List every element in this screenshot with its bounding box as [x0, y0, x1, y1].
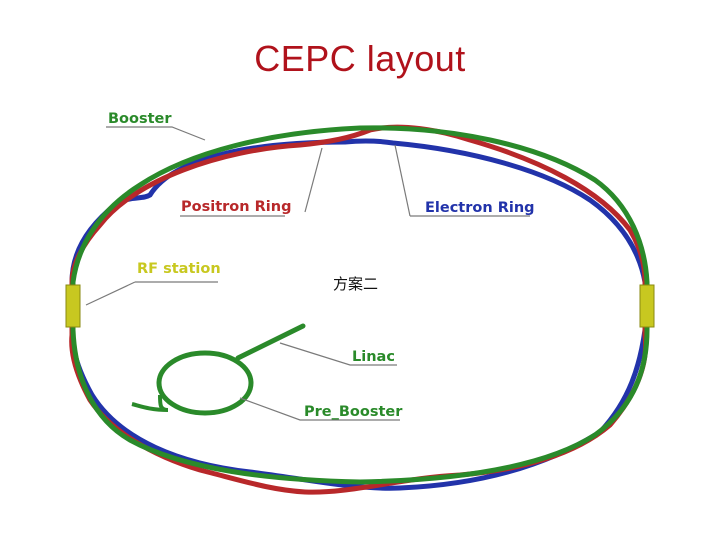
- rf-station-right: [639, 284, 655, 328]
- label-rf-station: RF station: [137, 261, 221, 277]
- leader-electron-ring: [394, 144, 530, 217]
- leader-lines: [85, 126, 530, 421]
- pre-booster-transfer-line: [131, 394, 169, 412]
- leader-rf-station: [85, 281, 218, 306]
- rf-station-left: [65, 284, 81, 328]
- label-positron-ring: Positron Ring: [181, 199, 291, 215]
- booster-ring: [70, 125, 650, 485]
- label-pre-booster: Pre_Booster: [304, 404, 403, 420]
- label-scheme: 方案二: [333, 275, 378, 293]
- label-linac: Linac: [352, 349, 395, 365]
- linac-line: [235, 323, 306, 361]
- leader-positron-ring-pointer: [304, 147, 323, 213]
- electron-ring: [69, 138, 648, 491]
- leader-pre-booster: [239, 397, 400, 421]
- pre-booster-ring: [156, 350, 254, 416]
- leader-booster: [106, 126, 206, 141]
- label-electron-ring: Electron Ring: [425, 200, 535, 216]
- diagram-title: CEPC layout: [254, 38, 466, 79]
- label-booster: Booster: [108, 111, 172, 127]
- leader-linac: [279, 342, 397, 366]
